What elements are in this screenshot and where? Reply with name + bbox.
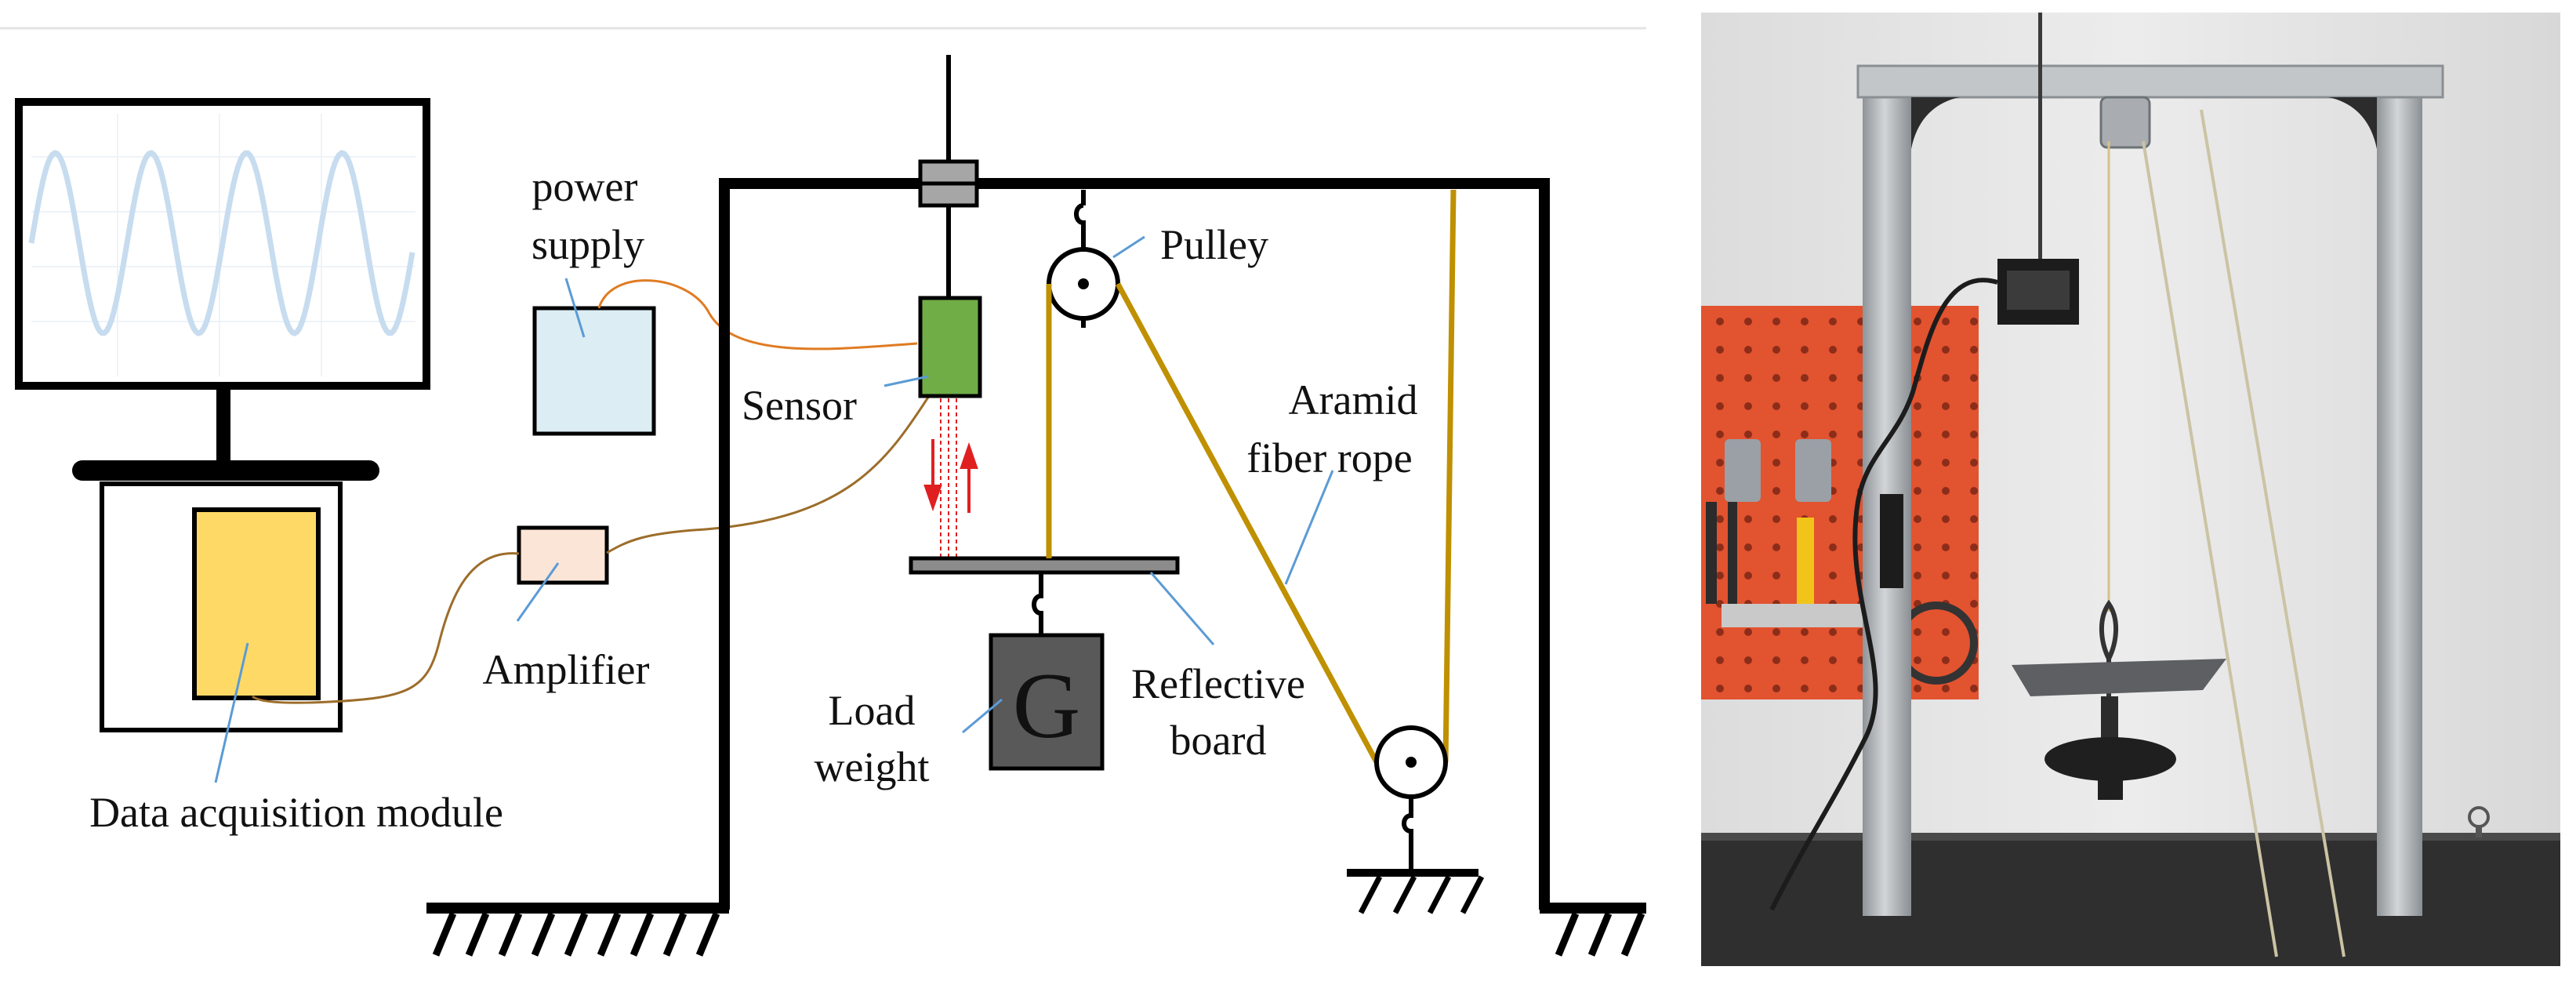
label-data-acquisition: Data acquisition module [89, 789, 503, 836]
photo-amplifier [1880, 494, 1903, 588]
photo-rope-3 [2200, 109, 2346, 957]
photo-frame-left-post [1863, 69, 1911, 916]
amplifier-box [517, 525, 609, 585]
power-wire [597, 279, 918, 351]
laser-arrows [923, 439, 978, 513]
load-weight-box [989, 633, 1105, 771]
bottom-pulley-anchor [1347, 869, 1478, 877]
laser-beams [940, 398, 957, 558]
leader-lines [214, 235, 1334, 783]
amplifier-output-wire [252, 552, 520, 704]
daq-card [192, 507, 321, 700]
setup-photograph [1701, 13, 2560, 966]
photo-frame-right-post [2377, 69, 2422, 916]
bottom-pulley-axle [1406, 757, 1417, 768]
sensor-signal-wire [606, 395, 931, 554]
aramid-fiber-rope [1046, 189, 1457, 764]
label-amplifier: Amplifier [483, 646, 650, 693]
label-power-line1: power [532, 163, 638, 210]
top-pulley-hook [1074, 190, 1086, 235]
sensor-box [918, 296, 982, 398]
load-hook [1032, 572, 1043, 635]
load-weight-symbol: G [1013, 653, 1081, 758]
photo-rope-2 [2142, 140, 2278, 957]
label-sensor: Sensor [742, 382, 857, 429]
label-load-line2: weight [815, 743, 930, 790]
label-aramid-line1: Aramid [1289, 376, 1418, 423]
bottom-pulley-hook [1402, 797, 1413, 870]
ground-right [1540, 903, 1646, 914]
photo-table [1701, 833, 2560, 966]
photo-pegboard-holes [1701, 306, 1979, 699]
schematic-diagram: G power supply Pulley Sensor Aramid fibe… [0, 27, 1646, 957]
photo-sensor-cable [1769, 278, 1998, 911]
monitor-base [72, 460, 379, 481]
top-pulley [1047, 190, 1120, 328]
photo-frame-top-beam [1856, 64, 2444, 99]
photo-sensor-rod [2038, 13, 2042, 263]
ground-left-hatch [432, 912, 720, 957]
photo-reflective-board [2012, 659, 2226, 696]
diagram-labels: power supply Pulley Sensor Aramid fiber … [89, 163, 1417, 836]
label-load-line1: Load [829, 687, 916, 734]
data-acquisition-module [100, 481, 343, 732]
monitor-sine-wave [28, 150, 415, 336]
bottom-pulley [1347, 725, 1485, 914]
ground-left [426, 903, 729, 914]
label-power-line2: supply [532, 221, 644, 268]
photo-weight-disc [2044, 737, 2176, 781]
monitor [15, 98, 430, 481]
power-supply-box [532, 306, 656, 436]
label-pulley: Pulley [1160, 221, 1268, 268]
support-frame [719, 178, 1550, 910]
monitor-stand [216, 386, 230, 464]
label-aramid-line2: fiber rope [1246, 434, 1412, 481]
top-pulley-axle [1078, 278, 1089, 289]
label-reflective-line1: Reflective [1131, 660, 1305, 707]
reflective-board [909, 556, 1180, 575]
photo-pegboard-tools [1706, 439, 1978, 685]
label-reflective-line2: board [1170, 717, 1267, 764]
photo-frame-bracket-right [2328, 97, 2377, 149]
frame-outline [719, 178, 1550, 910]
ground-right-hatch [1555, 912, 1645, 957]
photo-pulley-block [2099, 96, 2151, 149]
photo-frame-bracket-left [1911, 97, 1960, 149]
